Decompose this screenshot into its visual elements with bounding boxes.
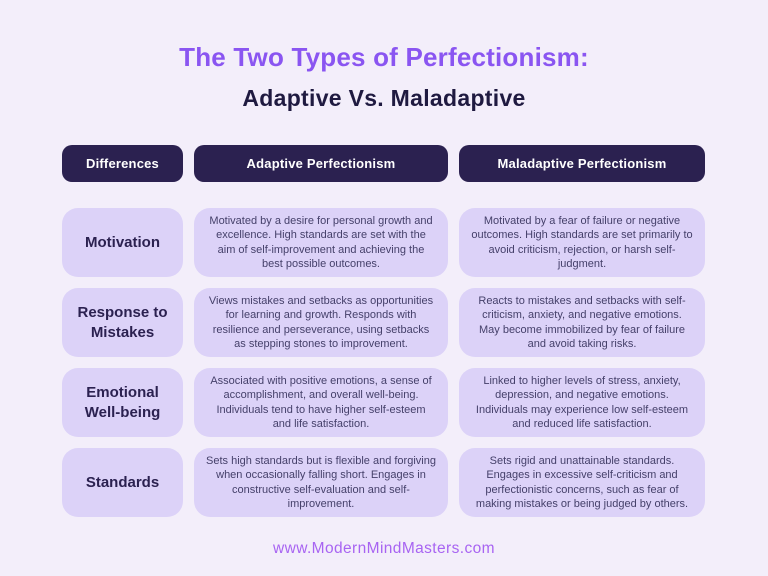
row-label-standards: Standards — [62, 448, 183, 517]
row-label-motivation: Motivation — [62, 208, 183, 277]
row-label-emotional-well-being: Emotional Well-being — [62, 368, 183, 437]
column-header-maladaptive: Maladaptive Perfectionism — [459, 145, 705, 182]
cell-wellbeing-adaptive: Associated with positive emotions, a sen… — [194, 368, 448, 437]
cell-motivation-maladaptive: Motivated by a fear of failure or negati… — [459, 208, 705, 277]
column-header-differences: Differences — [62, 145, 183, 182]
cell-standards-adaptive: Sets high standards but is flexible and … — [194, 448, 448, 517]
cell-wellbeing-maladaptive: Linked to higher levels of stress, anxie… — [459, 368, 705, 437]
page-title: The Two Types of Perfectionism: — [179, 42, 589, 72]
comparison-table: Differences Adaptive Perfectionism Malad… — [62, 145, 705, 517]
table-header-row: Differences Adaptive Perfectionism Malad… — [62, 145, 705, 182]
page-subtitle: Adaptive Vs. Maladaptive — [242, 85, 526, 112]
table-body: Motivation Motivated by a desire for per… — [62, 208, 705, 517]
cell-standards-maladaptive: Sets rigid and unattainable standards. E… — [459, 448, 705, 517]
cell-response-adaptive: Views mistakes and setbacks as opportuni… — [194, 288, 448, 357]
website-link[interactable]: www.ModernMindMasters.com — [273, 540, 495, 557]
cell-response-maladaptive: Reacts to mistakes and setbacks with sel… — [459, 288, 705, 357]
cell-motivation-adaptive: Motivated by a desire for personal growt… — [194, 208, 448, 277]
row-label-response-to-mistakes: Response to Mistakes — [62, 288, 183, 357]
column-header-adaptive: Adaptive Perfectionism — [194, 145, 448, 182]
